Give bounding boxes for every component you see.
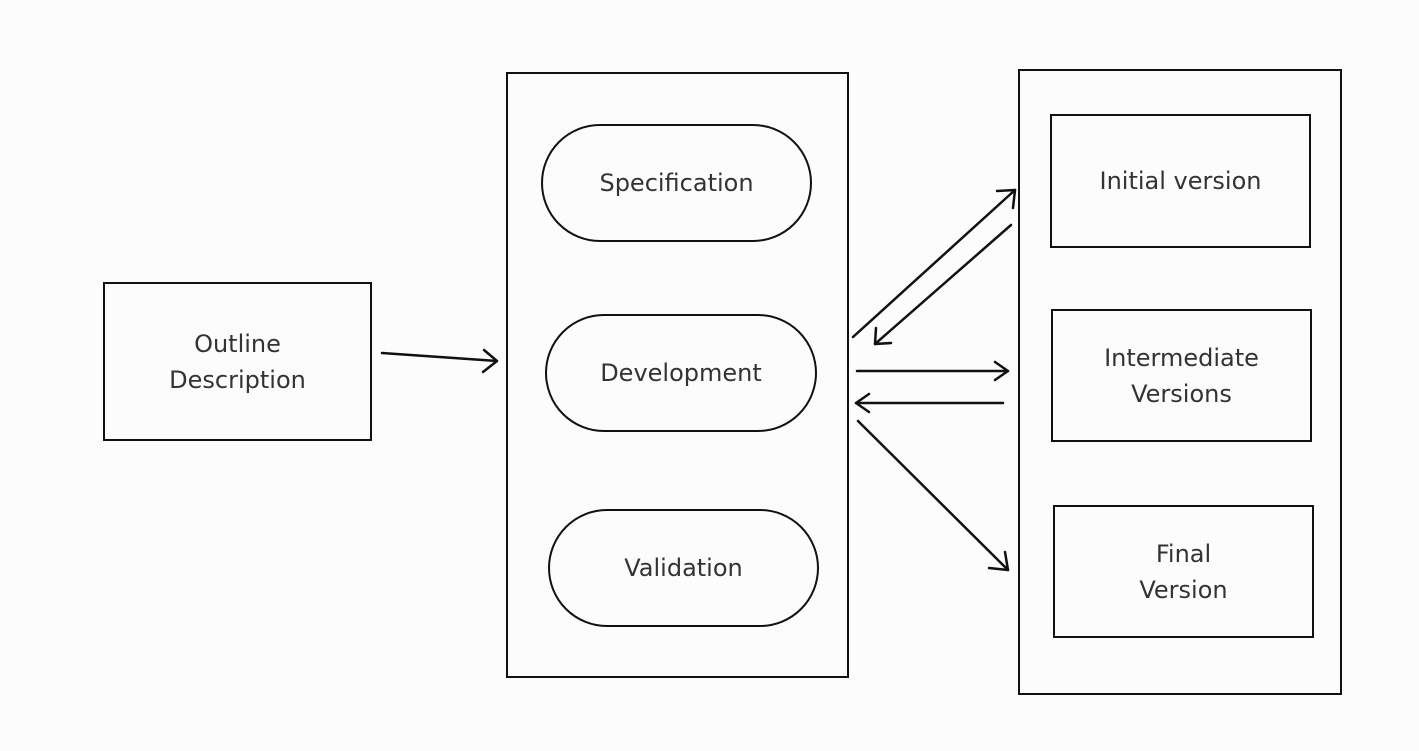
outline-description-box: Outline Description [103,282,372,441]
final-version-line2: Version [1139,575,1228,604]
arrow-initial-to-development [873,223,1013,346]
intermediate-versions-label: Intermediate Versions [1053,311,1310,440]
specification-activity: Specification [541,124,812,242]
initial-version-text: Initial version [1099,167,1262,195]
development-label: Development [600,359,762,387]
outline-description-label: Outline Description [105,284,370,439]
validation-activity: Validation [548,509,819,627]
development-activity: Development [545,314,817,432]
final-version-label: Final Version [1055,507,1312,636]
arrow-outline-to-activities [380,348,499,374]
intermediate-versions-line2: Versions [1131,379,1232,408]
outline-description-line2: Description [169,365,306,394]
final-version-box: Final Version [1053,505,1314,638]
arrow-development-to-intermediate [855,360,1010,382]
final-version-line1: Final [1155,539,1212,568]
arrow-intermediate-to-development [854,392,1005,414]
arrow-development-to-final [856,419,1010,572]
intermediate-versions-line1: Intermediate [1104,343,1259,372]
arrow-development-to-initial [851,188,1017,339]
activities-container [506,72,849,678]
versions-container [1018,69,1342,695]
outline-description-line1: Outline [194,329,281,358]
validation-label: Validation [624,554,743,582]
initial-version-box: Initial version [1050,114,1311,248]
intermediate-versions-box: Intermediate Versions [1051,309,1312,442]
initial-version-label: Initial version [1052,116,1309,246]
specification-label: Specification [599,169,754,197]
